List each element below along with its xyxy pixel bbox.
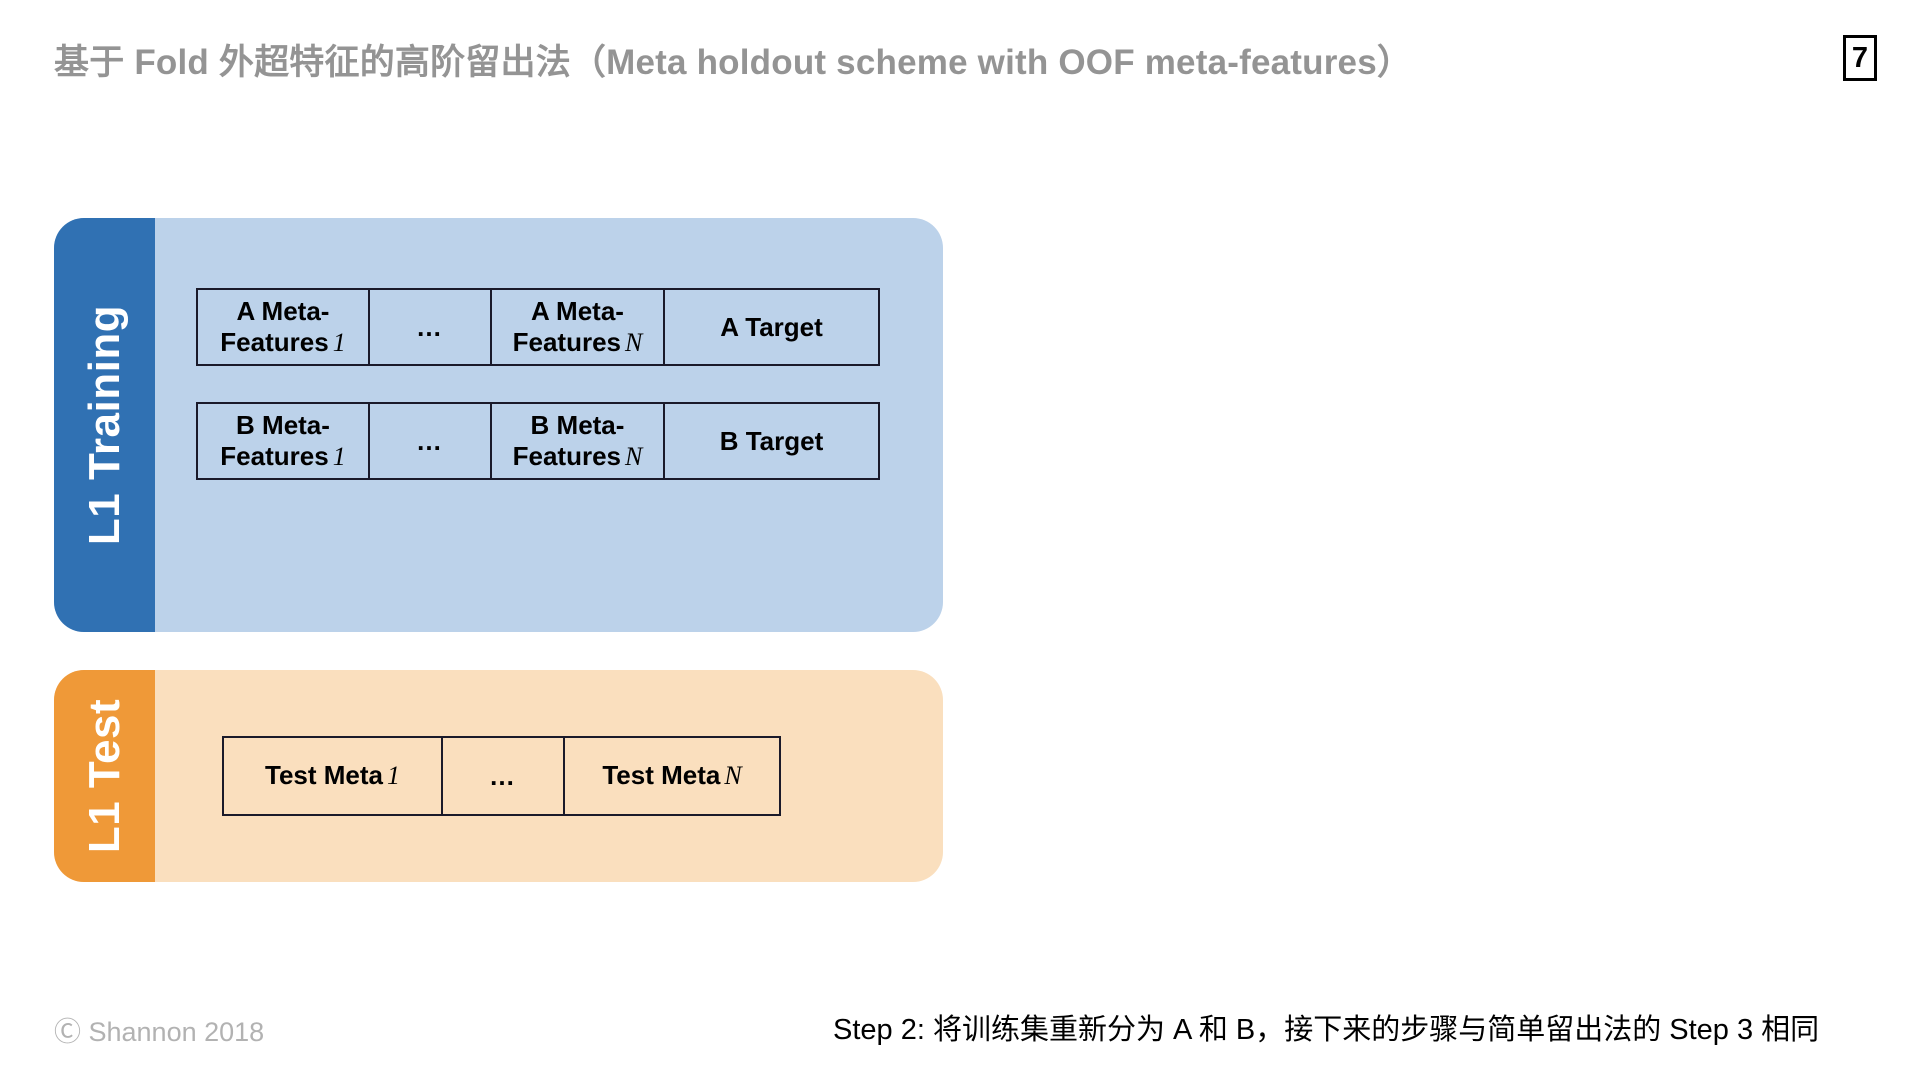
panel-l1-training-bar: L1 Training	[54, 218, 155, 632]
cell-text-line1: A Meta-	[531, 295, 624, 326]
cell-text-line1: B Meta-	[530, 409, 625, 440]
cell-index: N	[625, 327, 643, 357]
cell-a-target: A Target	[720, 311, 823, 342]
ellipsis-text: …	[489, 760, 517, 791]
cell-index: N	[724, 761, 742, 791]
ellipsis-text: …	[416, 311, 444, 342]
panel-l1-test-bar: L1 Test	[54, 670, 155, 882]
cell-b-target: B Target	[719, 425, 824, 456]
cell-text-line1: A Meta-	[236, 295, 330, 326]
cell-text: Test Meta	[265, 760, 383, 791]
cell-b-ellipsis: …	[370, 404, 492, 478]
panel-l1-training-label: L1 Training	[79, 304, 129, 546]
panel-l1-test-label: L1 Test	[79, 698, 129, 854]
cell-test-ellipsis: …	[443, 738, 565, 814]
cell-a-ellipsis: …	[370, 290, 492, 364]
cell-text-line2: Features	[220, 326, 329, 357]
cell-text-line2: Features	[512, 326, 622, 357]
cell-text: Test Meta	[602, 760, 721, 791]
cell-index: 1	[332, 327, 346, 357]
cell-index: 1	[387, 761, 400, 791]
cell-text-line2: Features	[512, 440, 622, 471]
cell-text-line1: B Meta-	[236, 409, 330, 440]
ellipsis-text: …	[416, 425, 444, 456]
page-number-badge: 7	[1843, 35, 1877, 81]
panel-l1-training: L1 Training	[54, 218, 943, 632]
page-title: 基于 Fold 外超特征的高阶留出法（Meta holdout scheme w…	[54, 43, 1413, 82]
copyright-notice: Ⓒ Shannon 2018	[54, 1017, 265, 1047]
step-caption: Step 2: 将训练集重新分为 A 和 B，接下来的步骤与简单留出法的 Ste…	[833, 1014, 1820, 1046]
cell-index: 1	[332, 441, 346, 471]
cell-text-line2: Features	[220, 440, 329, 471]
panel-l1-test: L1 Test	[54, 670, 943, 882]
cell-index: N	[625, 441, 643, 471]
